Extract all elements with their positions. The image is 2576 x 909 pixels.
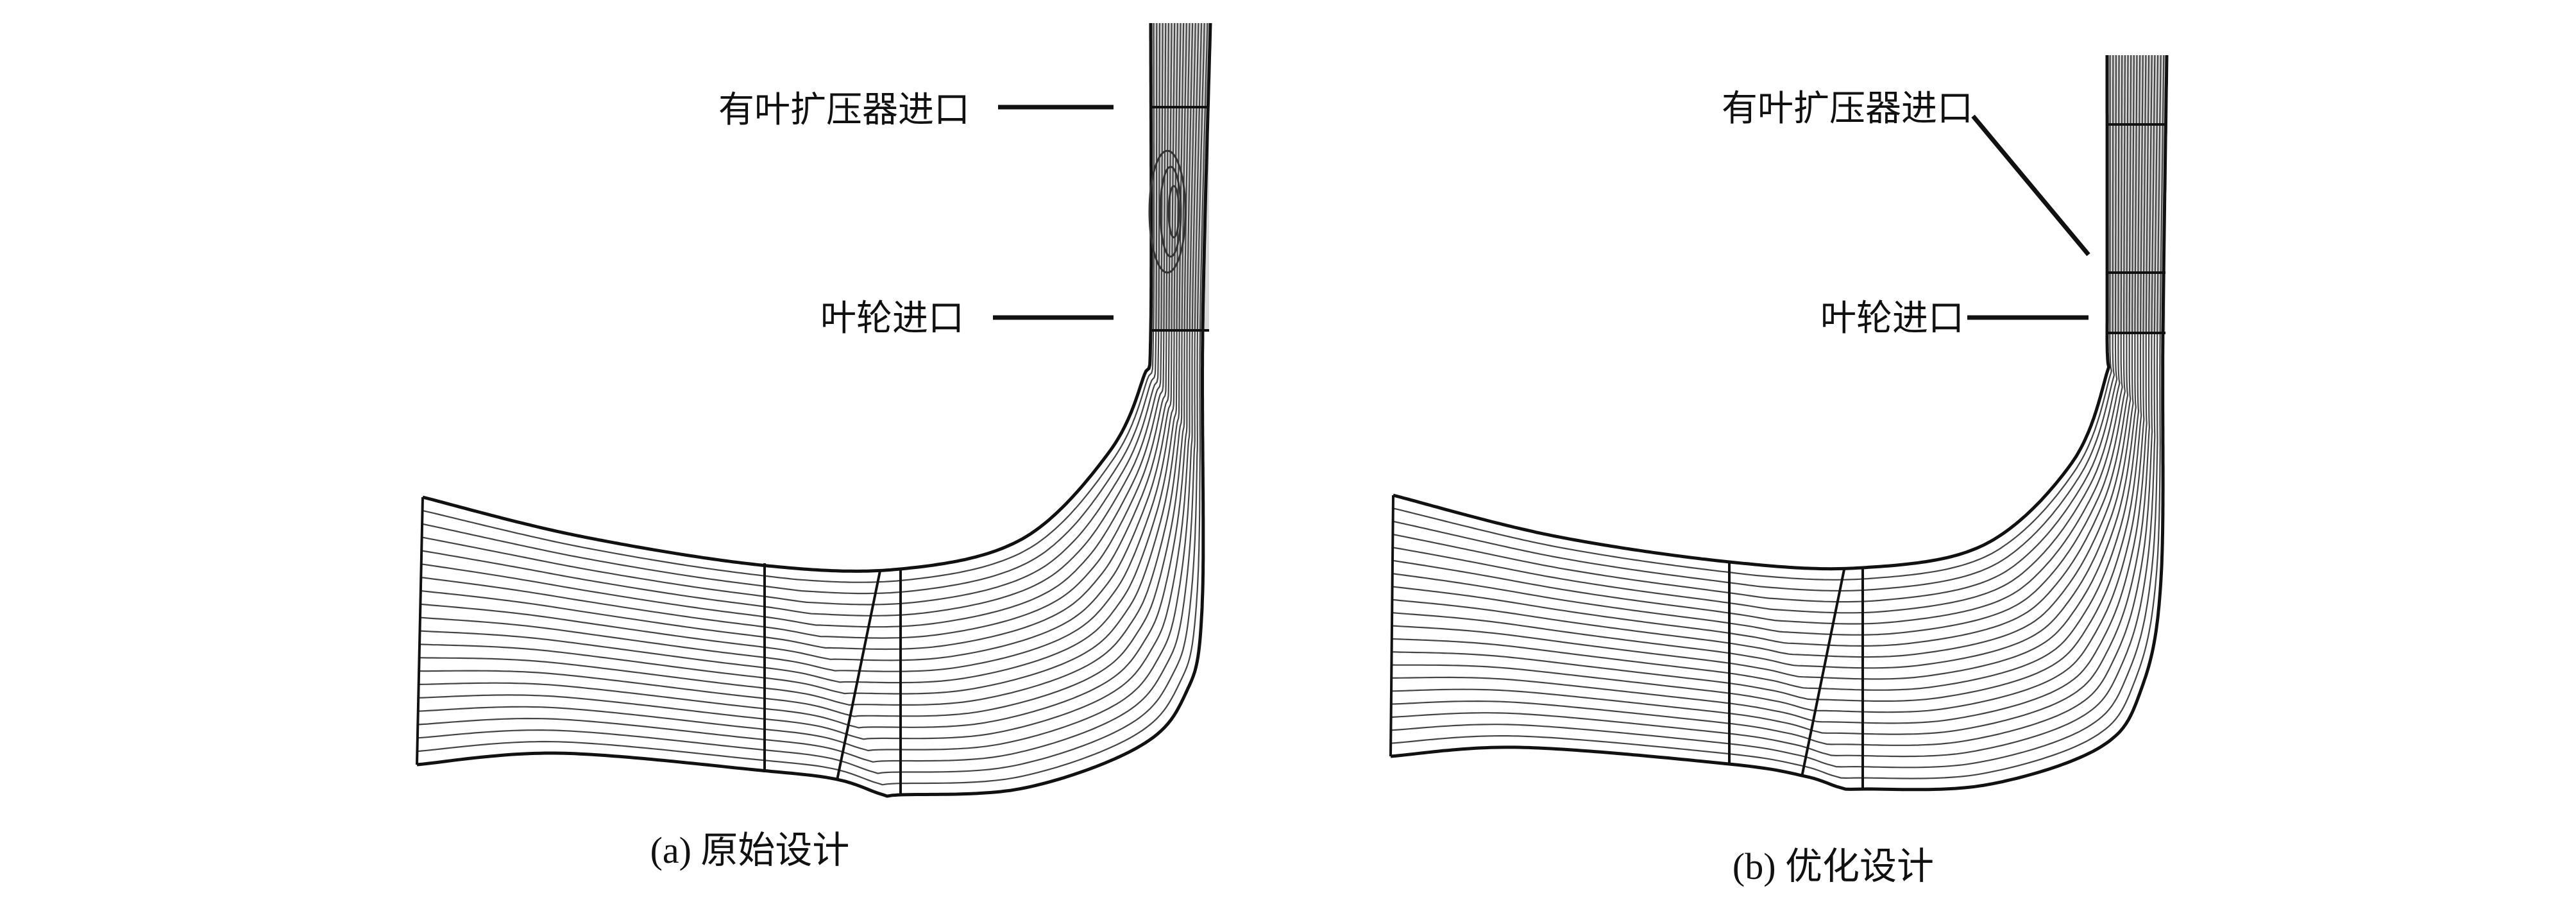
streamline [1391,55,2144,702]
caption-a: (a) 原始设计 [650,829,850,871]
streamline [418,22,1196,740]
streamline [417,22,1205,774]
streamline [418,22,1203,763]
streamline [419,22,1187,706]
impeller-inlet-label-a: 叶轮进口 [820,298,964,339]
vortex-contour [1159,166,1182,258]
streamline [419,23,1178,672]
caption-b: (b) 优化设计 [1733,845,1934,887]
streamline [1393,55,2118,603]
diffuser-inlet-label-a: 有叶扩压器进口 [718,89,970,131]
streamline [417,22,1208,786]
streamline [1392,55,2129,647]
hub-wall [1393,55,2111,571]
streamline [421,22,1167,628]
shroud-wall [1390,55,2169,792]
streamline [1392,55,2126,636]
streamline [1393,55,2115,592]
streamline [1391,55,2147,713]
streamline [1391,55,2159,758]
streamline [1391,55,2150,724]
streamline [420,22,1176,661]
streamline [1393,55,2112,581]
streamline [419,22,1185,695]
flow-channel [1391,55,2167,790]
streamline [421,22,1161,606]
streamline [1391,55,2162,769]
impeller-inlet-label-b: 叶轮进口 [1820,298,1964,339]
vortex-contour [1148,149,1187,274]
streamline [418,22,1194,729]
streamline [422,22,1155,583]
streamline [421,22,1169,639]
streamline [1391,55,2153,735]
panel-original-design [416,22,1212,798]
diffuser-inlet-label-b: 有叶扩压器进口 [1722,88,1973,130]
shroud-wall [416,22,1212,798]
domain-inlet-line [416,497,424,765]
streamline [421,23,1158,595]
flow-channel [417,23,1210,797]
streamline [419,22,1191,717]
streamline [1392,55,2135,669]
hub-wall [422,23,1153,573]
streamline [1392,55,2123,625]
streamline [1391,55,2138,680]
domain-inlet-line [1389,495,1394,757]
section-line [1801,569,1845,777]
section-line [836,570,881,781]
diffuser-inlet-leader-b [1971,114,2090,257]
streamline [1391,55,2156,746]
streamline [1393,55,2121,614]
streamline [1392,55,2132,658]
streamline [418,22,1199,752]
panel-optimized-design [1389,55,2169,792]
vortex-contour [1167,185,1180,239]
streamline [420,23,1173,650]
streamline [1391,55,2165,779]
